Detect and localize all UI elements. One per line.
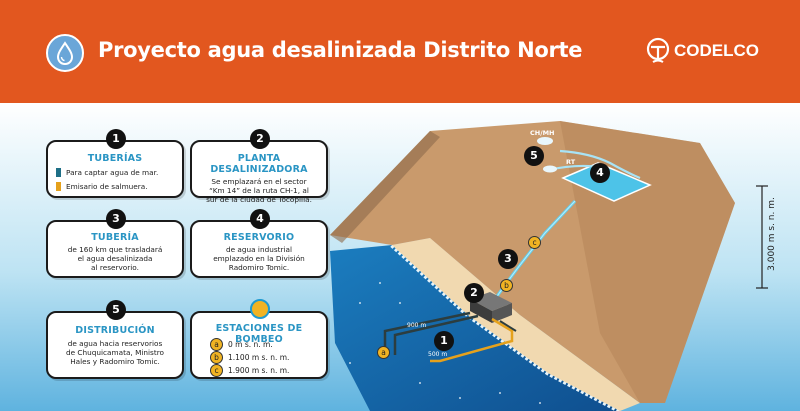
- map-marker-5: 5: [524, 146, 544, 166]
- card-line: Radomiro Tomic.: [228, 263, 290, 272]
- station-marker-c: c: [528, 236, 541, 249]
- card-line: de 160 km que trasladará: [67, 245, 163, 254]
- card-line: al reservorio.: [91, 263, 139, 272]
- card-title: ESTACIONES DE BOMBEO: [215, 323, 303, 345]
- legend-brine-outfall: Emisario de salmuera.: [66, 182, 148, 191]
- codelco-logo-icon: [646, 37, 670, 63]
- station-marker-a: a: [377, 346, 390, 359]
- card-planta: 2 PLANTA DESALINIZADORA Se emplazará en …: [190, 129, 328, 204]
- card-number-3: 3: [106, 209, 126, 229]
- card-line: “Km 14” de la ruta CH-1, al: [209, 186, 309, 195]
- card-number-5: 5: [106, 300, 126, 320]
- card-title: PLANTA DESALINIZADORA: [210, 153, 308, 175]
- card-line: Hales y Radomiro Tomic.: [70, 357, 160, 366]
- card-title: RESERVORIO: [223, 232, 295, 243]
- pump-station-icon: [250, 299, 270, 319]
- water-drop-icon: [46, 34, 84, 72]
- card-line: el agua desalinizada: [77, 254, 153, 263]
- brand-name: CODELCO: [674, 41, 759, 60]
- card-number-1: 1: [106, 129, 126, 149]
- station-badge-c: c: [210, 364, 223, 377]
- map-marker-3: 3: [498, 249, 518, 269]
- card-title: TUBERÍA: [91, 232, 139, 243]
- card-title: DISTRIBUCIÓN: [75, 325, 155, 336]
- card-estaciones: ESTACIONES DE BOMBEO a 0 m s. n. m. b 1.…: [190, 299, 328, 379]
- card-distribucion: 5 DISTRIBUCIÓN de agua hacia reservorios…: [46, 300, 184, 379]
- station-badge-b: b: [210, 351, 223, 364]
- station-badge-a: a: [210, 338, 223, 351]
- ch-mh-label: CH/MH: [530, 129, 555, 137]
- card-title: TUBERÍAS: [87, 153, 143, 164]
- card-reservorio: 4 RESERVORIO de agua industrial emplazad…: [190, 209, 328, 278]
- card-line: de Chuquicamata, Ministro: [65, 348, 165, 357]
- card-number-2: 2: [250, 129, 270, 149]
- card-line: Se emplazará en el sector: [211, 177, 307, 186]
- page-title: Proyecto agua desalinizada Distrito Nort…: [98, 38, 583, 62]
- station-b-altitude: 1.100 m s. n. m.: [228, 353, 290, 362]
- station-c-altitude: 1.900 m s. n. m.: [228, 366, 290, 375]
- pipe-900m-label: 900 m: [407, 322, 427, 329]
- legend-sea-intake: Para captar agua de mar.: [66, 168, 159, 177]
- card-line: de agua hacia reservorios: [67, 339, 163, 348]
- map-marker-2: 2: [464, 283, 484, 303]
- card-line: de agua industrial: [225, 245, 293, 254]
- altitude-label: 3.000 m s. n. m.: [767, 197, 777, 271]
- card-line: sur de la ciudad de Tocopilla.: [206, 195, 312, 204]
- card-line: emplazado en la División: [213, 254, 305, 263]
- brine-outfall-swatch: [56, 182, 61, 191]
- station-marker-b: b: [500, 279, 513, 292]
- sea-intake-swatch: [56, 168, 61, 177]
- rt-label: RT: [566, 158, 576, 166]
- station-a-altitude: 0 m s. n. m.: [228, 340, 273, 349]
- card-tuberia: 3 TUBERÍA de 160 km que trasladará el ag…: [46, 209, 184, 278]
- map-marker-4: 4: [590, 163, 610, 183]
- card-number-4: 4: [250, 209, 270, 229]
- pipe-500m-label: 500 m: [428, 351, 448, 358]
- map-marker-1: 1: [434, 331, 454, 351]
- card-tuberias: 1 TUBERÍAS Para captar agua de mar. Emis…: [46, 129, 184, 198]
- header-banner: Proyecto agua desalinizada Distrito Nort…: [0, 0, 800, 103]
